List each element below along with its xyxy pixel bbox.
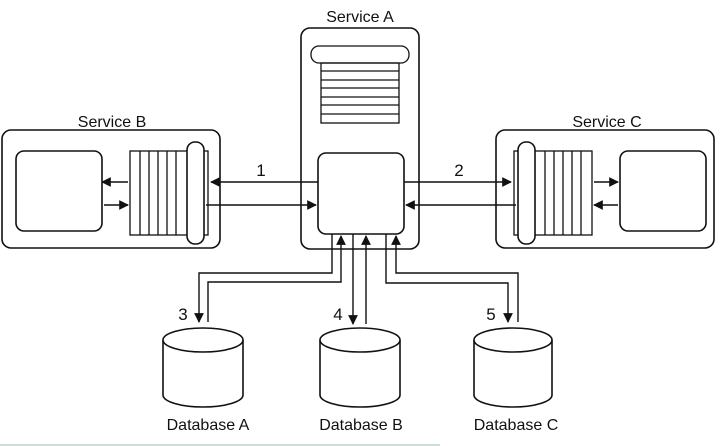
service-a-label: Service A: [326, 9, 394, 26]
service-a: Service A: [300, 9, 420, 250]
service-a-processor: [317, 152, 405, 235]
bottom-edge-divider: [0, 444, 440, 446]
service-c-label: Service C: [572, 114, 641, 131]
service-b-label: Service B: [78, 114, 146, 131]
database-c-cylinder-icon: [473, 327, 553, 408]
database-a: Database A: [162, 327, 250, 434]
service-a-queue-icon: [310, 45, 410, 124]
service-b-worker: [15, 150, 103, 232]
link-service-a-database-c: 5: [385, 234, 519, 324]
service-c-queue-icon: [513, 141, 593, 245]
database-a-label: Database A: [167, 417, 250, 434]
link-service-a-service-c: 2: [404, 161, 516, 210]
database-c: Database C: [473, 327, 559, 434]
service-c-worker: [619, 150, 707, 232]
link-number-5: 5: [486, 305, 495, 324]
service-c: Service C: [495, 114, 715, 249]
database-b-label: Database B: [319, 417, 403, 434]
database-b: Database B: [319, 327, 403, 434]
link-number-1: 1: [256, 161, 265, 180]
link-service-a-database-a: 3: [178, 234, 346, 324]
service-b: Service B: [1, 114, 221, 249]
link-service-b-service-a: 1: [206, 161, 318, 210]
link-number-4: 4: [333, 305, 342, 324]
database-a-cylinder-icon: [162, 327, 244, 408]
database-c-label: Database C: [474, 417, 559, 434]
service-b-queue-icon: [129, 141, 209, 245]
database-b-cylinder-icon: [319, 327, 401, 408]
link-service-a-database-b: 4: [333, 234, 371, 325]
link-number-2: 2: [454, 161, 463, 180]
link-number-3: 3: [178, 305, 187, 324]
